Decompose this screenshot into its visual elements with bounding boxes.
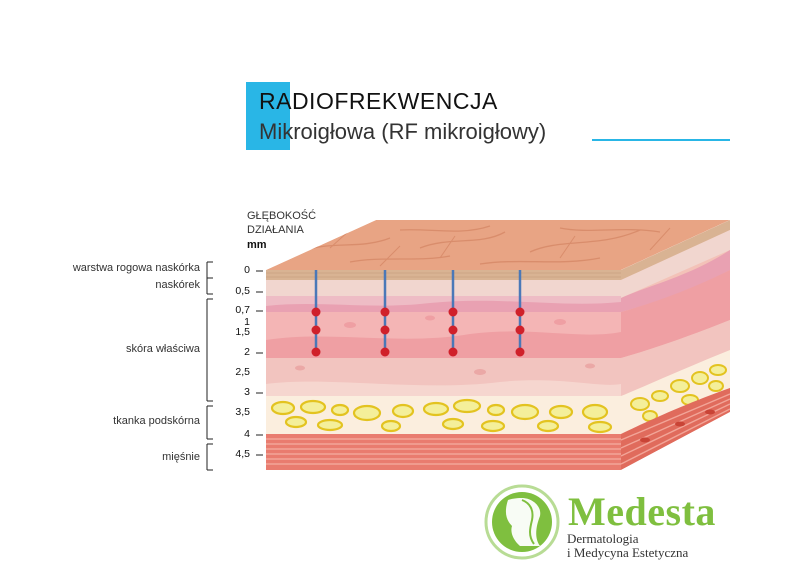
rf-energy-point (311, 307, 321, 317)
rf-energy-point (311, 325, 321, 335)
layer-label-stratum-corneum: warstwa rogowa naskórka (72, 262, 200, 274)
layer-label-subcutis: tkanka podskórna (113, 415, 200, 427)
rf-energy-point (380, 325, 390, 335)
depth-tick-label: 0,5 (235, 285, 250, 297)
depth-unit: mm (247, 239, 267, 251)
page-subtitle: Mikroigłowa (RF mikroigłowy) (259, 119, 547, 144)
depth-tick-label: 0 (244, 264, 250, 276)
depth-tick-label: 4,5 (235, 448, 250, 460)
brand-tagline-line2: i Medycyna Estetyczna (567, 545, 689, 560)
depth-tick-label: 2,5 (235, 366, 250, 378)
depth-tick-label: 1,5 (235, 326, 250, 338)
depth-tick-marks (256, 270, 263, 456)
depth-tick-label: 2 (244, 346, 250, 358)
layer-label-dermis: skóra właściwa (126, 343, 200, 355)
layer-brackets (206, 261, 213, 471)
rf-energy-point (448, 325, 458, 335)
rf-energy-point (515, 307, 525, 317)
rf-energy-point (380, 347, 390, 357)
skin-side-face (621, 220, 730, 470)
rf-energy-point (380, 307, 390, 317)
layer-label-muscle: mięśnie (162, 451, 200, 463)
microneedles (311, 270, 525, 357)
page-title: RADIOFREKWENCJA (259, 88, 498, 114)
subtitle-underline (592, 139, 730, 141)
rf-energy-point (311, 347, 321, 357)
depth-tick-label: 3 (244, 386, 250, 398)
skin-top-surface (266, 220, 730, 270)
brand-tagline-line1: Dermatologia (567, 531, 639, 546)
depth-tick-label: 3,5 (235, 406, 250, 418)
rf-energy-point (515, 347, 525, 357)
skin-front-face (266, 270, 621, 470)
brand-name: Medesta (568, 489, 716, 534)
rf-energy-point (448, 347, 458, 357)
depth-tick-label: 4 (244, 428, 250, 440)
rf-energy-point (515, 325, 525, 335)
depth-tick-label: 0,7 (235, 304, 250, 316)
depth-tick-label: 1 (244, 316, 250, 328)
title-accent-block (246, 82, 290, 150)
depth-header-line1: GŁĘBOKOŚĆ (247, 210, 317, 222)
depth-header-line2: DZIAŁANIA (247, 224, 304, 236)
brand-logo-emblem (484, 484, 560, 560)
rf-energy-point (448, 307, 458, 317)
layer-label-epidermis: naskórek (155, 279, 200, 291)
